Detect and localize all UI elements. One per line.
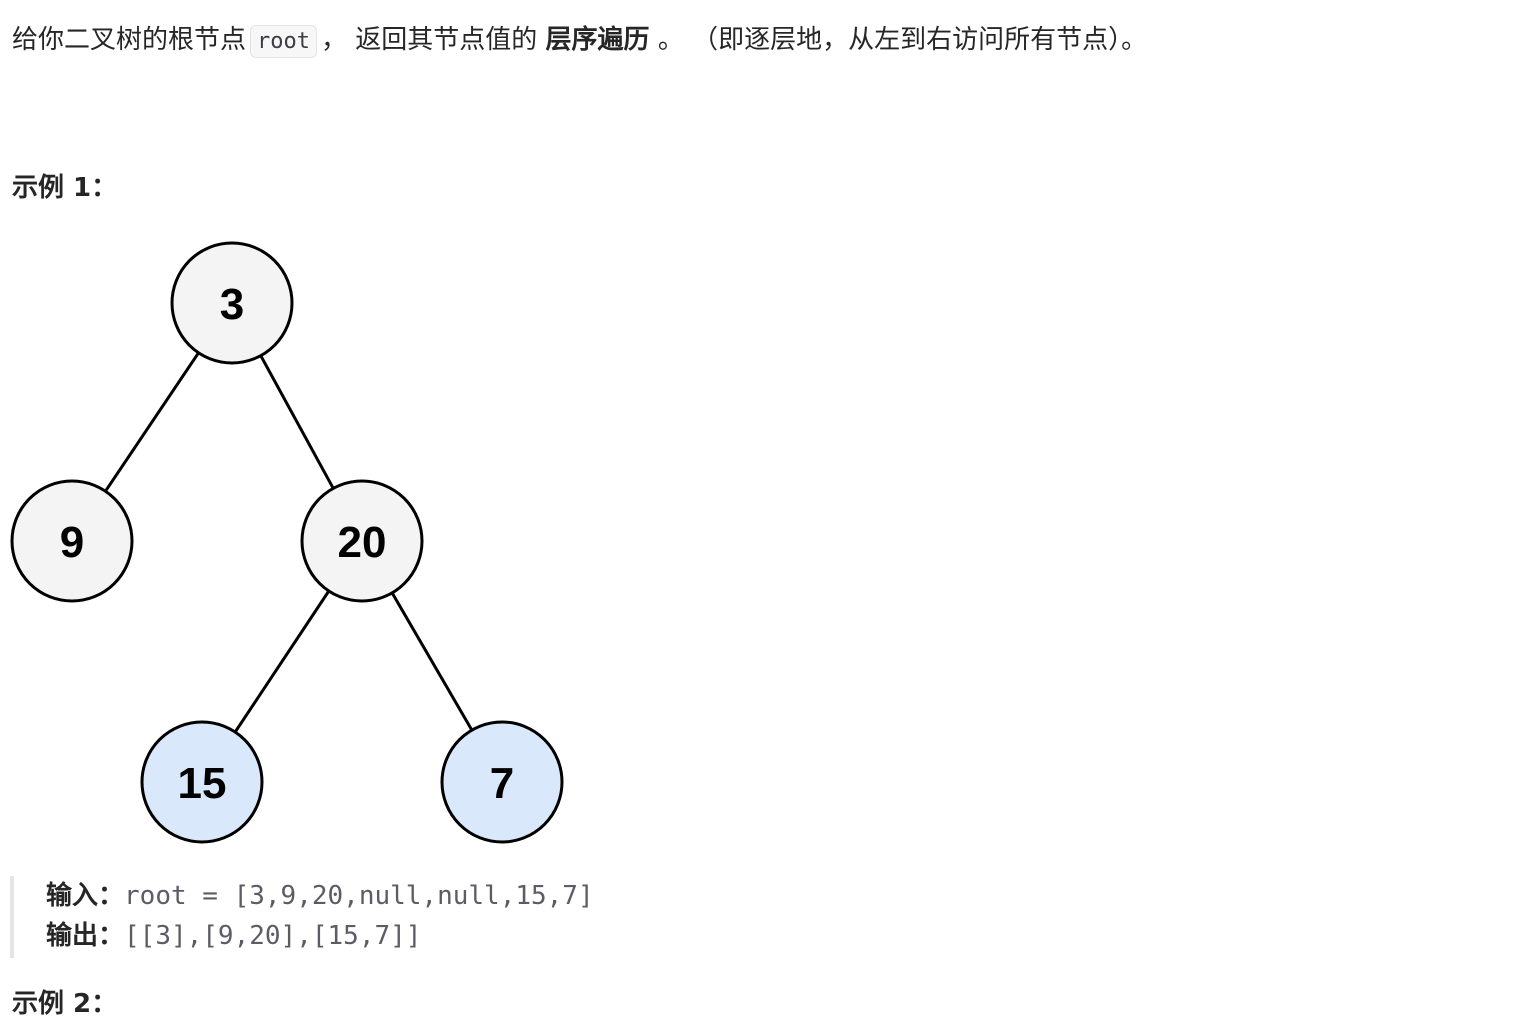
tree-edge-n20-n15 <box>233 590 331 733</box>
tree-node-circle <box>300 479 424 603</box>
tree-node-label: 20 <box>338 518 387 567</box>
tree-edge-n20-n7 <box>390 592 474 731</box>
tree-node-circle <box>140 720 264 844</box>
tree-node-label: 15 <box>178 759 227 808</box>
desc-bold-level-order: 层序遍历 <box>545 25 650 55</box>
input-line: 输入：root = [3,9,20,null,null,15,7] <box>46 876 594 916</box>
inline-code-root: root <box>250 25 317 58</box>
output-label: 输出： <box>46 921 125 951</box>
desc-text-1: 给你二叉树的根节点 <box>12 25 247 55</box>
tree-node-9: 9 <box>10 479 134 603</box>
tree-node-label: 3 <box>220 280 244 329</box>
output-line: 输出：[[3],[9,20],[15,7]] <box>46 916 594 956</box>
tree-edge-n3-n9 <box>104 351 200 493</box>
binary-tree-diagram: 3 9 20 15 7 <box>10 241 564 844</box>
tree-node-7: 7 <box>440 720 564 844</box>
example-1-title: 示例 1： <box>12 173 118 203</box>
tree-node-circle <box>10 479 134 603</box>
tree-node-label: 7 <box>490 759 514 808</box>
tree-node-15: 15 <box>140 720 264 844</box>
tree-edge-n3-n20 <box>259 354 335 490</box>
tree-node-label: 9 <box>60 518 84 567</box>
example-1-io-block: 输入：root = [3,9,20,null,null,15,7] 输出：[[3… <box>10 876 594 958</box>
tree-node-circle <box>440 720 564 844</box>
tree-node-3: 3 <box>170 241 294 365</box>
example-2-title: 示例 2： <box>12 989 118 1019</box>
tree-node-circle <box>170 241 294 365</box>
output-value: [[3],[9,20],[15,7]] <box>124 921 422 951</box>
input-value: root = [3,9,20,null,null,15,7] <box>124 881 594 911</box>
input-label: 输入： <box>46 881 125 911</box>
desc-text-2: ， 返回其节点值的 <box>321 25 538 55</box>
tree-node-20: 20 <box>300 479 424 603</box>
desc-text-3: 。 （即逐层地，从左到右访问所有节点）。 <box>657 25 1148 55</box>
